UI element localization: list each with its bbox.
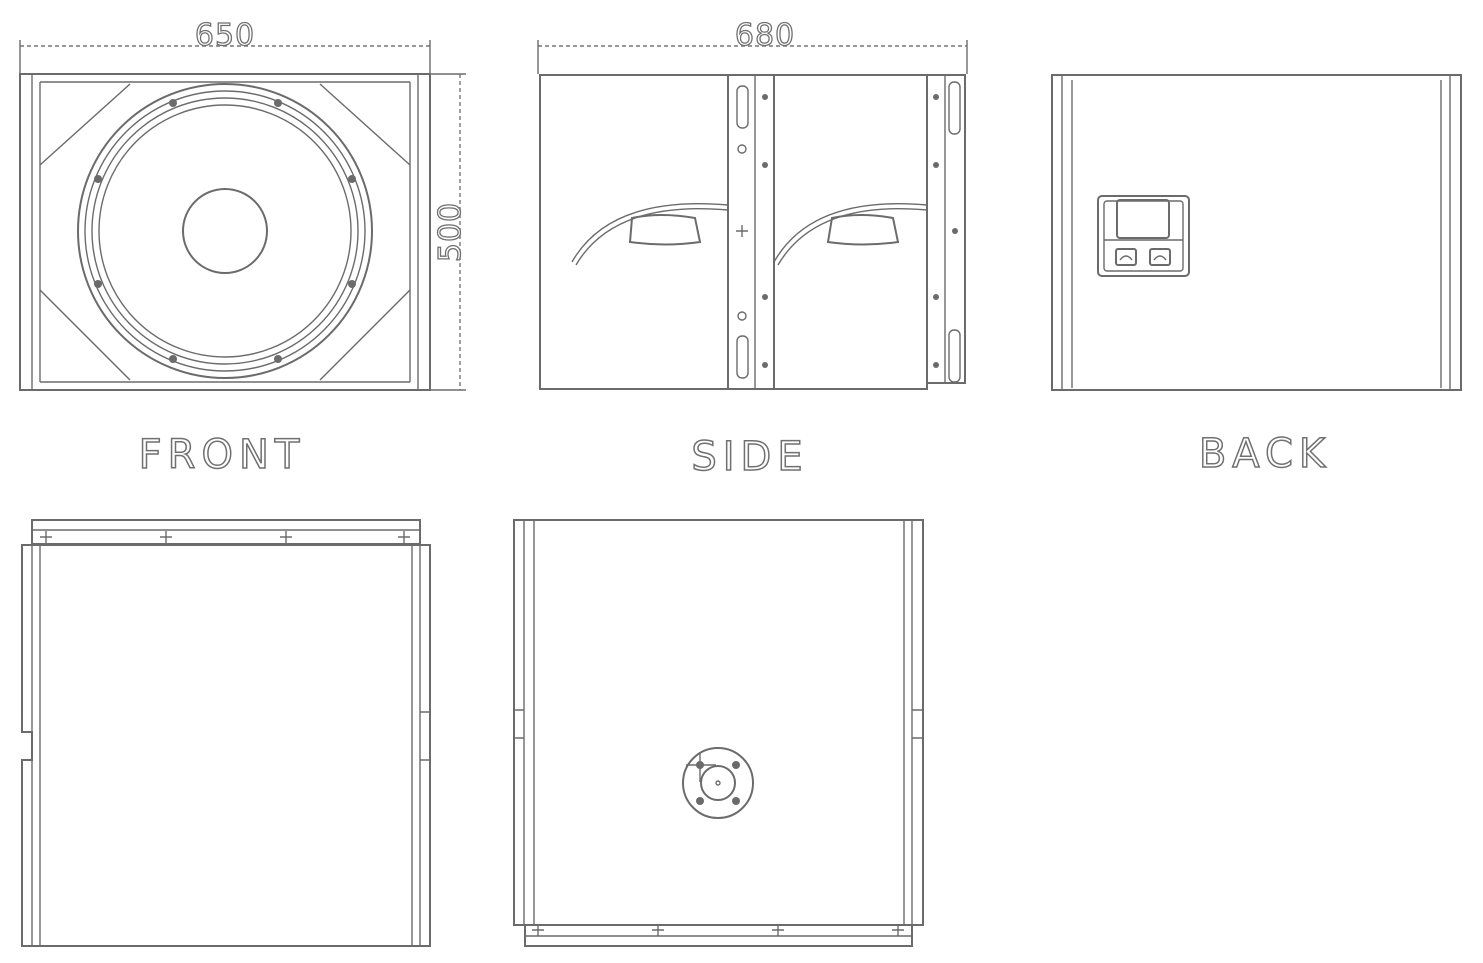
side-label: SIDE <box>691 434 808 480</box>
front-label: FRONT <box>139 432 306 478</box>
amp-panel <box>1097 195 1190 277</box>
back-label: BACK <box>1199 431 1331 477</box>
width-dimension-label: 650 <box>195 18 255 53</box>
woofer <box>77 83 373 379</box>
pole-mount <box>682 747 754 819</box>
dust-cap <box>182 188 268 274</box>
connector-icon <box>1115 248 1137 266</box>
depth-dimension-label: 680 <box>735 18 795 53</box>
handle <box>826 214 900 246</box>
connector-icon <box>1149 248 1171 266</box>
side-view: 680 <box>537 17 968 390</box>
top-view <box>21 519 431 947</box>
bottom-view <box>513 519 924 947</box>
height-dimension-label: 500 <box>433 202 468 262</box>
front-view: 650 500 <box>19 17 469 391</box>
back-view <box>1051 74 1462 391</box>
display <box>1116 199 1170 239</box>
handle <box>628 214 702 246</box>
